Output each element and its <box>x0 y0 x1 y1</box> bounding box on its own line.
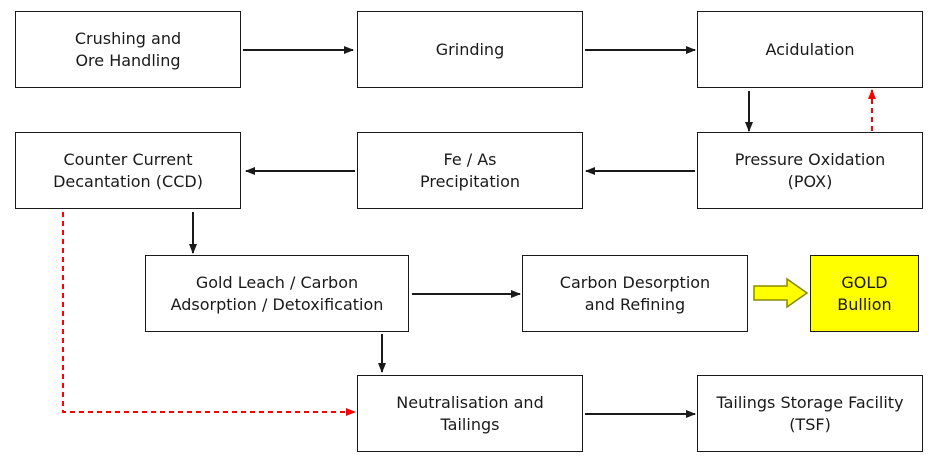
node-precipitation-line-2: Precipitation <box>419 171 520 191</box>
node-ccd-line-1: Counter Current <box>63 149 193 169</box>
node-pox: Pressure Oxidation (POX) <box>697 132 923 209</box>
node-crushing-line-1: Crushing and <box>74 28 182 48</box>
node-gold-line-2: Bullion <box>837 294 892 314</box>
node-acidulation: Acidulation <box>697 11 923 88</box>
node-ccd: Counter Current Decantation (CCD) <box>15 132 241 209</box>
node-pox-line-1: Pressure Oxidation <box>734 149 886 169</box>
node-precipitation-line-1: Fe / As <box>443 149 497 169</box>
node-tsf: Tailings Storage Facility (TSF) <box>697 375 923 452</box>
node-desorption: Carbon Desorption and Refining <box>522 255 748 332</box>
node-grinding: Grinding <box>357 11 583 88</box>
node-ccd-line-2: Decantation (CCD) <box>53 171 203 191</box>
node-leach-line-1: Gold Leach / Carbon <box>195 272 359 292</box>
node-neutralisation: Neutralisation and Tailings <box>357 375 583 452</box>
gold-block-arrow <box>753 277 809 309</box>
node-neutralisation-line-2: Tailings <box>440 414 500 434</box>
node-gold-line-1: GOLD <box>841 272 888 292</box>
node-tsf-line-2: (TSF) <box>789 414 831 434</box>
node-leach-line-2: Adsorption / Detoxification <box>170 294 384 314</box>
node-desorption-line-2: and Refining <box>584 294 686 314</box>
node-desorption-line-1: Carbon Desorption <box>559 272 711 292</box>
node-gold-bullion: GOLD Bullion <box>810 255 919 332</box>
node-pox-line-2: (POX) <box>787 171 833 191</box>
node-acidulation-line-1: Acidulation <box>765 39 855 59</box>
node-grinding-line-1: Grinding <box>435 39 505 59</box>
node-leach: Gold Leach / Carbon Adsorption / Detoxif… <box>145 255 409 332</box>
dashed-arrow-ccd-to-neutralisation <box>62 212 356 416</box>
node-crushing: Crushing and Ore Handling <box>15 11 241 88</box>
node-neutralisation-line-1: Neutralisation and <box>396 392 544 412</box>
node-precipitation: Fe / As Precipitation <box>357 132 583 209</box>
node-crushing-line-2: Ore Handling <box>75 50 181 70</box>
node-tsf-line-1: Tailings Storage Facility <box>716 392 904 412</box>
